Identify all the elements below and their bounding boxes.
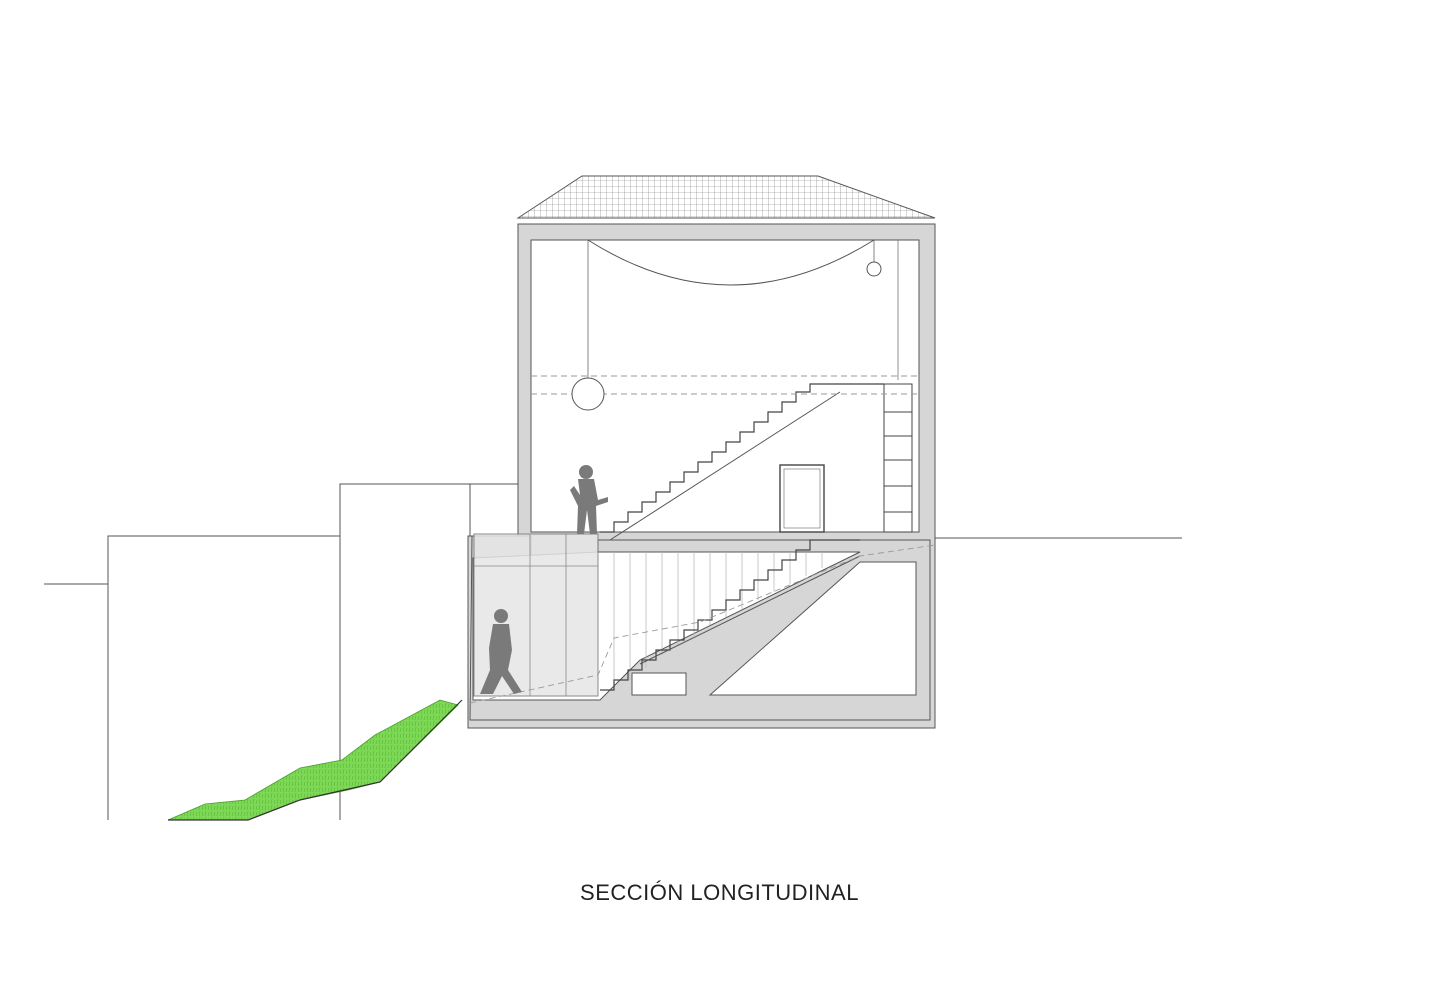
pendant-lamp-left-icon xyxy=(571,377,605,411)
vertical-slats xyxy=(613,552,823,690)
window-frame xyxy=(783,468,821,529)
lower-staircase xyxy=(600,539,860,691)
small-void xyxy=(631,672,687,696)
slope-edge-line xyxy=(168,699,463,821)
person-standing-icon xyxy=(570,465,608,534)
neighbour-building-outline xyxy=(339,483,518,820)
tiled-roof xyxy=(516,175,936,219)
shelving-unit xyxy=(883,383,913,533)
hanging-cable xyxy=(587,239,875,286)
window-opening xyxy=(779,464,825,533)
storage-void xyxy=(708,561,917,696)
lower-stair-soffit xyxy=(639,555,861,665)
terrain-lines xyxy=(44,483,1182,820)
pendant-lamp-right-icon xyxy=(866,261,882,277)
upper-stair-soffit xyxy=(609,391,841,541)
drawing-caption: SECCIÓN LONGITUDINAL xyxy=(580,880,859,905)
grass-slope xyxy=(167,699,459,821)
upper-staircase xyxy=(600,383,884,533)
person-walking-icon xyxy=(480,609,522,694)
left-ground-line xyxy=(44,535,340,585)
